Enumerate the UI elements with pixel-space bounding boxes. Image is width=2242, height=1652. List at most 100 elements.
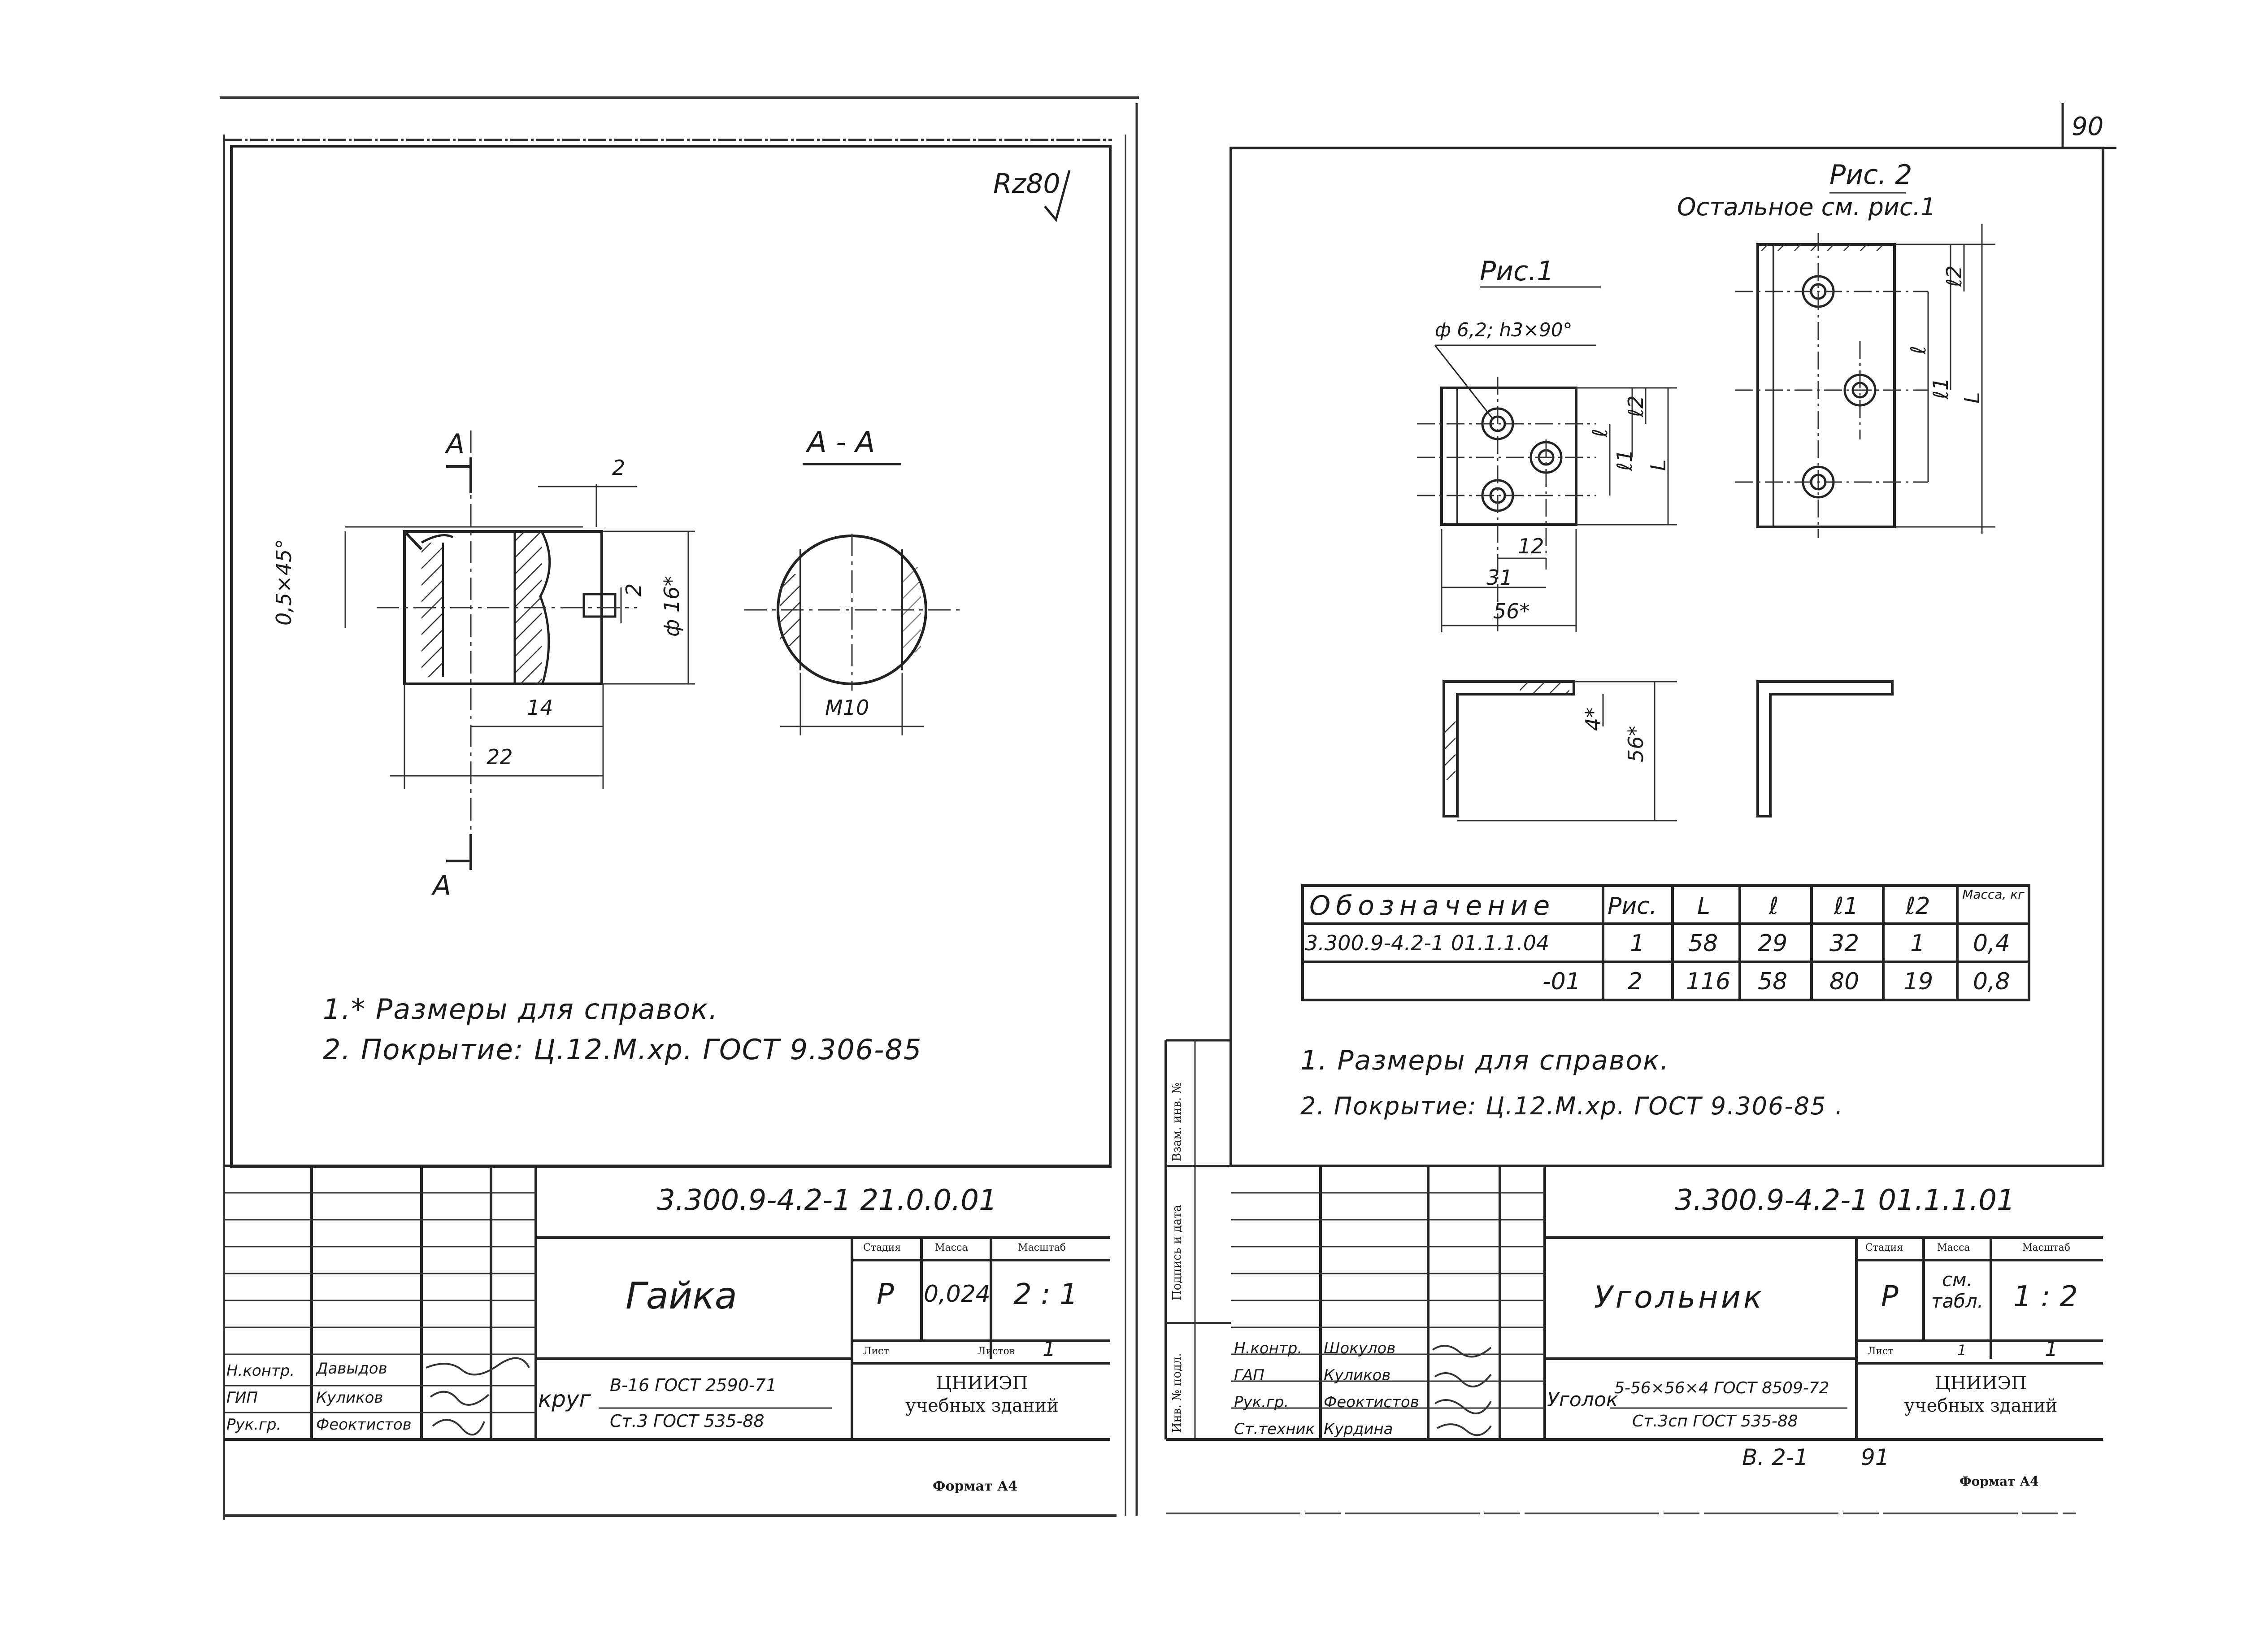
left-sheets-value: 1 (1043, 1337, 1056, 1361)
fig1-title: Рис.1 (1480, 256, 1554, 287)
fig1-dim-31: 31 (1486, 565, 1513, 590)
left-material-bottom: Ст.3 ГОСТ 535-88 (610, 1411, 765, 1431)
side-label-signature: Подпись и дата (1170, 1205, 1184, 1300)
dim-diameter: ф 16* (660, 576, 684, 637)
table-row1-l2: 1 (1910, 930, 1925, 957)
left-person-2: Куликов (316, 1389, 383, 1407)
fig2-dim-L: L (1960, 392, 1984, 404)
section-label: А - А (807, 426, 875, 459)
table-row1-L: 58 (1688, 930, 1718, 957)
left-hdr-scale: Масштаб (1018, 1242, 1066, 1253)
left-hdr-mass: Масса (935, 1242, 968, 1253)
right-sheet-label: Лист (1868, 1346, 1894, 1357)
table-header-l2: ℓ2 (1906, 893, 1930, 920)
right-scale: 1 : 2 (2013, 1280, 2078, 1313)
table-row2-l: 58 (1758, 968, 1788, 995)
right-sheet-value: 1 (1957, 1342, 1967, 1359)
fig2-dim-l: ℓ (1906, 345, 1930, 354)
right-signatures (1432, 1345, 1492, 1436)
left-role-2: ГИП (226, 1389, 258, 1407)
left-note-2: 2. Покрытие: Ц.12.М.хр. ГОСТ 9.306-85 (323, 1033, 922, 1066)
left-person-3: Феоктистов (316, 1416, 412, 1434)
fig2-dim-l1: ℓ1 (1929, 377, 1953, 399)
section-marker-top: А (446, 428, 465, 460)
fig1-dim-l1: ℓ1 (1612, 449, 1637, 471)
table-row2-l1: 80 (1829, 968, 1860, 995)
fig1-dim-l: ℓ (1588, 428, 1612, 437)
table-header-L: L (1697, 893, 1710, 920)
dim-thread: M10 (825, 696, 869, 720)
hole-spec: ф 6,2; h3×90° (1435, 319, 1573, 341)
right-role-2: ГАП (1234, 1366, 1264, 1384)
left-scale: 2 : 1 (1013, 1278, 1078, 1311)
table-row2-mass: 0,8 (1973, 968, 2010, 995)
right-material-prefix: Уголок (1547, 1388, 1618, 1411)
right-material-bottom: Ст.3сп ГОСТ 535-88 (1632, 1412, 1798, 1430)
right-format: Формат А4 (1960, 1474, 2039, 1489)
dim-inner-length: 14 (527, 696, 553, 720)
table-row1-fig: 1 (1630, 930, 1645, 957)
table-row2-l2: 19 (1903, 968, 1934, 995)
left-note-1: 1.* Размеры для справок. (323, 993, 719, 1026)
right-role-1: Н.контр. (1234, 1339, 1303, 1357)
left-role-1: Н.контр. (226, 1362, 295, 1380)
left-mass: 0,024 (924, 1281, 991, 1308)
fig1-dim-t4: 4* (1581, 707, 1605, 731)
right-person-4: Курдина (1324, 1420, 1393, 1438)
fig2-subtitle: Остальное см. рис.1 (1677, 193, 1936, 221)
fig2-dim-l2: ℓ2 (1942, 265, 1966, 287)
angle-fig1-front (1440, 387, 1577, 526)
right-stage: Р (1881, 1280, 1899, 1313)
table-row1-mass: 0,4 (1973, 930, 2010, 957)
left-hdr-stage: Стадия (863, 1242, 901, 1253)
left-sheets-label: Листов (978, 1346, 1015, 1357)
table-row2-fig: 2 (1628, 968, 1643, 995)
side-label-replace: Взам. инв. № (1170, 1082, 1184, 1161)
right-note-1: 1. Размеры для справок. (1300, 1045, 1670, 1076)
left-material-prefix: круг (538, 1386, 591, 1412)
right-sheets-value: 1 (2045, 1337, 2058, 1361)
left-person-1: Давыдов (316, 1360, 387, 1378)
bottom-ref: В. 2-1 (1742, 1444, 1808, 1470)
bottom-page: 91 (1861, 1444, 1890, 1470)
table-header-l: ℓ (1769, 893, 1779, 920)
right-person-3: Феоктистов (1324, 1393, 1419, 1411)
dim-total-length: 22 (487, 745, 513, 769)
table-header-l1: ℓ1 (1834, 893, 1859, 920)
table-row2-L: 116 (1686, 968, 1731, 995)
left-sheet-label: Лист (863, 1346, 889, 1357)
fig2-title: Рис. 2 (1829, 159, 1912, 191)
table-row1-designation: 3.300.9-4.2-1 01.1.1.04 (1305, 931, 1550, 955)
right-person-2: Куликов (1324, 1366, 1391, 1384)
table-header-mass: Масса, кг (1962, 887, 2025, 902)
right-person-1: Шокулов (1324, 1339, 1396, 1357)
fig1-dim-L: L (1646, 459, 1670, 471)
fig1-dim-l2: ℓ2 (1624, 395, 1648, 417)
side-label-inventory: Инв. № подл. (1170, 1353, 1184, 1433)
table-row1-l: 29 (1758, 930, 1788, 957)
fig1-dim-h56: 56* (1624, 726, 1648, 762)
table-header-fig: Рис. (1608, 893, 1657, 920)
right-role-3: Рук.гр. (1234, 1393, 1289, 1411)
left-signatures (426, 1357, 530, 1436)
dim-slot-depth: 2 (621, 583, 646, 596)
section-marker-bottom: А (433, 870, 452, 901)
table-header-designation: Обозначение (1309, 890, 1555, 922)
right-org-line2: учебных зданий (1904, 1396, 2058, 1416)
fig1-dim-12: 12 (1518, 534, 1544, 558)
left-stage: Р (877, 1278, 894, 1311)
sheet-number: 90 (2072, 112, 2104, 141)
dim-slot-width: 2 (612, 456, 626, 480)
left-role-3: Рук.гр. (226, 1416, 282, 1434)
left-doc-code: 3.300.9-4.2-1 21.0.0.01 (657, 1184, 997, 1217)
left-org-line1: ЦНИИЭП (936, 1373, 1028, 1394)
right-hdr-mass: Масса (1937, 1242, 1970, 1253)
right-note-2: 2. Покрытие: Ц.12.М.хр. ГОСТ 9.306-85 . (1300, 1092, 1844, 1120)
right-part-name: Угольник (1594, 1280, 1765, 1315)
fig1-dim-56: 56* (1493, 599, 1530, 623)
left-org-line2: учебных зданий (905, 1396, 1059, 1416)
right-mass: см. табл. (1931, 1269, 1984, 1313)
right-role-4: Ст.техник (1234, 1420, 1315, 1438)
left-material-top: В-16 ГОСТ 2590-71 (610, 1375, 777, 1395)
